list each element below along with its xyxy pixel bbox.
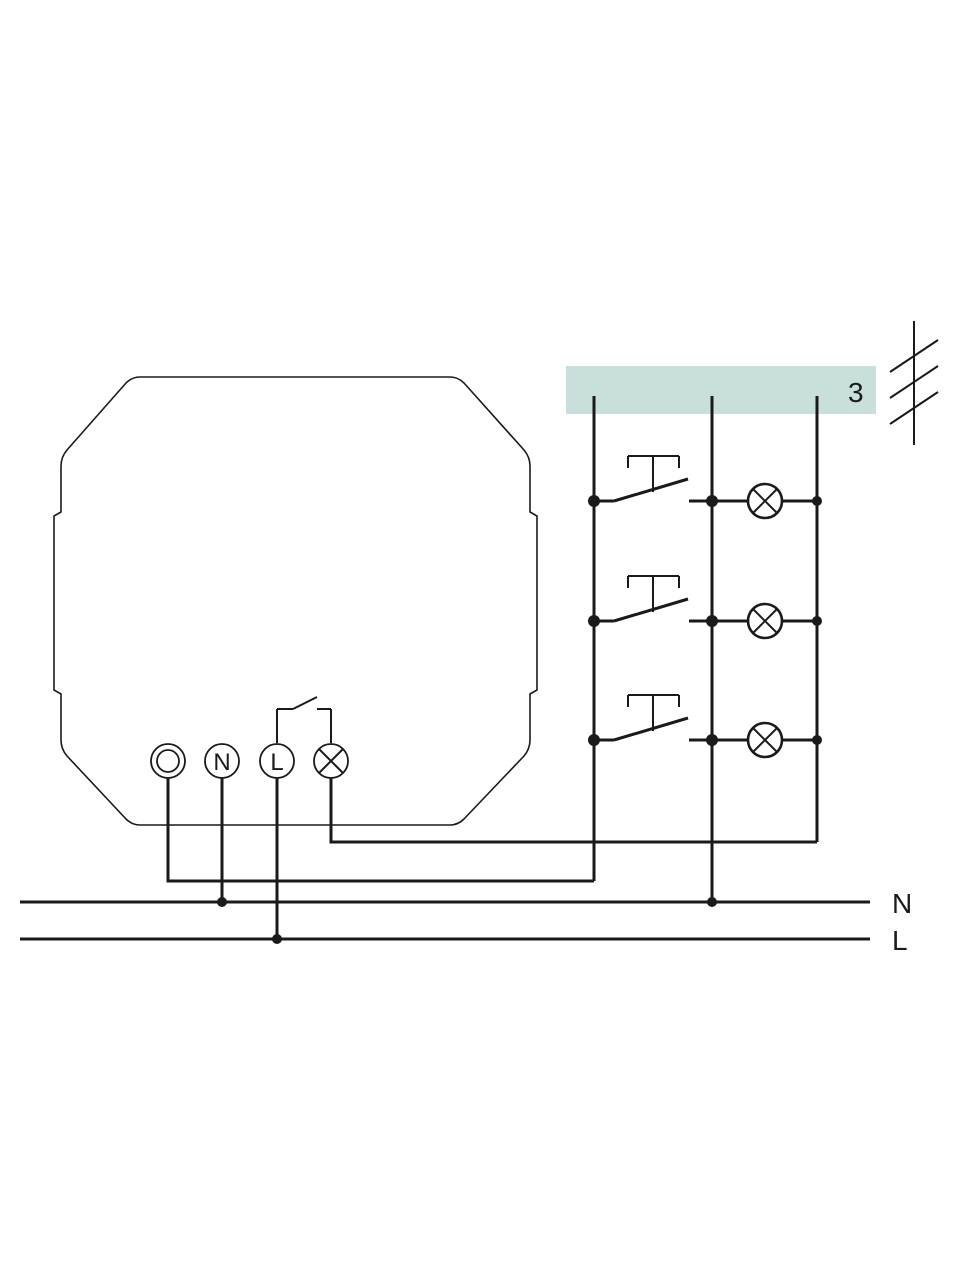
bus-bar xyxy=(566,366,876,414)
wire-lamp-output xyxy=(329,778,817,844)
terminal-l: L xyxy=(259,743,295,779)
pushbutton-row-1 xyxy=(594,455,712,503)
mains-l-label: L xyxy=(892,925,908,956)
terminal-o xyxy=(150,743,186,779)
terminal-n-label: N xyxy=(213,749,230,776)
relay-contact xyxy=(276,696,332,743)
terminal-l-label: L xyxy=(270,749,283,776)
bus-label: 3 xyxy=(848,377,864,408)
pushbutton-row-3 xyxy=(594,694,712,742)
wire-o-to-bus xyxy=(166,778,594,883)
bus-conductor-marks xyxy=(889,321,939,445)
mains-n-label: N xyxy=(892,888,912,919)
terminal-n: N xyxy=(204,743,240,779)
bus-junction-dots xyxy=(588,495,822,746)
lamp-row-3 xyxy=(712,721,817,759)
device-housing xyxy=(53,376,538,826)
lamp-row-2 xyxy=(712,602,817,640)
lamp-row-1 xyxy=(712,482,817,520)
pushbutton-row-2 xyxy=(594,575,712,623)
mains-junction-dots xyxy=(217,897,717,944)
terminal-lamp xyxy=(313,743,349,779)
